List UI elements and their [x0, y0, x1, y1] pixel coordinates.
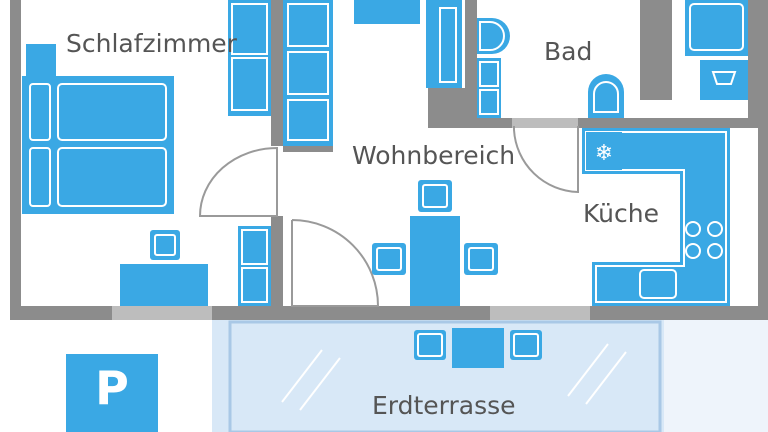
dining-chair-seat — [468, 247, 494, 271]
glass-reflection — [567, 343, 609, 397]
chair — [150, 230, 180, 260]
door-bath-kitchen — [513, 126, 579, 194]
stove-burner — [685, 221, 701, 237]
stove-burner — [707, 243, 723, 259]
doors — [198, 126, 579, 307]
cabinet-panel — [479, 61, 499, 87]
dining-chair-seat — [376, 247, 402, 271]
terrace-table — [452, 328, 504, 368]
tall-cabinet-panel — [439, 7, 457, 83]
bed-headboard — [26, 44, 56, 76]
windows — [112, 118, 590, 320]
window — [112, 306, 212, 320]
wall-bedroom-living-lower — [271, 216, 283, 320]
shelf-panel — [287, 3, 329, 47]
dining-chair-seat — [422, 184, 448, 208]
room-label-erdterrasse: Erdterrasse — [372, 391, 516, 420]
room-label-wohnbereich: Wohnbereich — [352, 141, 515, 170]
kitchen-sink — [639, 269, 677, 299]
fridge — [586, 132, 622, 170]
door-opening — [512, 118, 578, 128]
wall-bedroom-living — [271, 0, 283, 146]
mattress — [57, 83, 167, 141]
dining-chair — [418, 180, 452, 212]
bed — [22, 76, 174, 214]
mattress — [57, 147, 167, 207]
wall-bath-right2 — [748, 0, 768, 128]
kitchen: ❄ — [582, 128, 730, 306]
washing-icon — [711, 71, 737, 85]
room-label-kueche: Küche — [583, 199, 659, 228]
dresser-panel — [241, 229, 268, 265]
room-label-bad: Bad — [544, 37, 592, 66]
pillow — [29, 147, 51, 207]
toilet-seat — [593, 81, 619, 113]
glass-reflection — [585, 351, 627, 405]
parking-sign: P — [66, 354, 158, 432]
shelf-panel — [287, 51, 329, 95]
door-entry — [291, 219, 380, 307]
terrace-furniture — [414, 328, 542, 368]
terrace-frame — [228, 320, 662, 432]
dining-chair — [464, 243, 498, 275]
dining-table — [410, 216, 460, 306]
wardrobe-panel — [231, 57, 268, 111]
glass-reflection — [299, 357, 341, 411]
washing-machine — [700, 60, 748, 100]
chair-seat — [154, 234, 176, 256]
desk — [120, 264, 208, 306]
wall-bath-bottom — [465, 118, 768, 128]
terrace-chair-seat — [417, 333, 443, 357]
dining-chair — [372, 243, 406, 275]
pillow — [29, 83, 51, 141]
terrace-chair-seat — [513, 333, 539, 357]
room-label-schlafzimmer: Schlafzimmer — [66, 29, 238, 58]
shelf — [283, 0, 333, 146]
bathtub-inner — [689, 3, 744, 51]
fridge-snowflake-icon: ❄ — [595, 141, 613, 166]
window — [490, 306, 590, 320]
shelf-panel — [287, 99, 329, 141]
sink-basin — [479, 21, 505, 51]
parking-letter: P — [95, 361, 129, 415]
sideboard — [354, 0, 420, 24]
wall-living-inner — [283, 146, 333, 152]
cabinet-panel — [479, 89, 499, 115]
terrace-edge-right — [664, 318, 768, 432]
bedroom-furniture — [22, 0, 271, 306]
wardrobe-panel — [231, 3, 268, 55]
door-bedroom — [198, 146, 278, 217]
terrace-chair — [510, 330, 542, 360]
stove-burner — [707, 221, 723, 237]
living-furniture — [283, 0, 498, 306]
stove-burner — [685, 243, 701, 259]
wall-corner — [640, 0, 670, 8]
counter-bottom — [592, 262, 730, 306]
bathtub — [685, 0, 748, 56]
wall-block — [428, 88, 478, 128]
glass-reflection — [281, 349, 323, 403]
parking-sign-box — [66, 354, 158, 432]
dresser — [238, 226, 271, 306]
terrace-chair — [414, 330, 446, 360]
bath-fixtures — [477, 0, 748, 118]
wall-left — [10, 0, 21, 318]
dresser-panel — [241, 267, 268, 303]
wall-right — [758, 0, 768, 318]
wall-bath-right — [640, 0, 672, 100]
